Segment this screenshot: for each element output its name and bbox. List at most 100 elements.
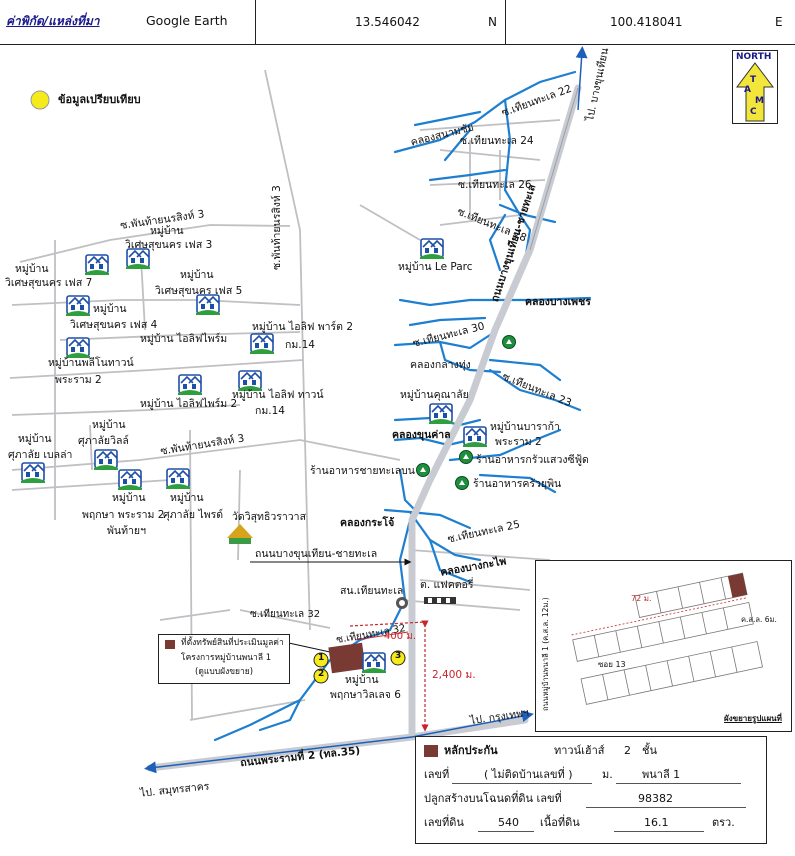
label-supalai-bella-a: หมู่บ้าน xyxy=(18,433,52,445)
north-letter-1: T xyxy=(750,75,757,85)
label-soi-pt3-vert: ซ.พันท้ายนรสิงห์ 3 xyxy=(271,185,283,270)
house-icon xyxy=(117,469,143,491)
collateral-swatch xyxy=(424,745,438,757)
label-ilife-farm: หมู่บ้าน ไอลิฟไพร์ม xyxy=(140,333,228,345)
house-icon xyxy=(237,370,263,392)
label-v7-b: วิเศษสุขนคร เฟส 7 xyxy=(5,277,93,289)
house-icon xyxy=(165,468,191,490)
label-road-bkk-chaitale: ถนนบางขุนเทียน-ชายทะเล xyxy=(255,548,378,560)
north-arrow-icon xyxy=(736,62,774,122)
arrow-to-north xyxy=(575,46,588,111)
house-no-value: ( ไม่ติดบ้านเลขที่ ) xyxy=(484,768,573,781)
restaurant-icon xyxy=(455,476,469,490)
label-ilife-farm2: หมู่บ้าน ไอลิฟไพร์ม 2 xyxy=(140,398,238,410)
location-source-cell: ค่าพิกัด/แหล่งที่มา Google Earth xyxy=(0,0,256,44)
collateral-label: หลักประกัน xyxy=(444,744,498,757)
legend-dot xyxy=(30,90,50,110)
label-khlong-bang-phet: คลองบางเพชร xyxy=(525,296,591,308)
house-icon xyxy=(462,426,488,448)
house-icon xyxy=(361,652,387,674)
label-restaurant-a: ร้านอาหารกรัวแสวงซีฟู้ด xyxy=(476,454,589,466)
label-supalai-ville-a: หมู่บ้าน xyxy=(92,419,126,431)
comparable-marker-2 xyxy=(313,668,329,684)
label-supalai-prime-b: ศุภาลัย ไพรด์ xyxy=(163,509,224,521)
label-soi-pt3-top-b: หมู่บ้าน xyxy=(150,225,184,237)
house-icon xyxy=(20,462,46,484)
police-icon xyxy=(396,597,408,609)
subject-property-plot xyxy=(328,642,366,674)
label-khlong-klang: คลองกลางทุ่ง xyxy=(410,359,471,371)
comparable-marker-3 xyxy=(390,650,406,666)
longitude-value: 100.418041 xyxy=(610,15,683,29)
house-icon xyxy=(177,374,203,396)
coordinate-header: ค่าพิกัด/แหล่งที่มา Google Earth 13.5460… xyxy=(0,0,795,45)
comparable-marker-1 xyxy=(313,652,329,668)
latitude-dir: N xyxy=(488,15,497,29)
restaurant-icon xyxy=(459,450,473,464)
inset-road-left: ถนนหมู่บ้านพนาลี 1 (ค.ส.ล. 12ม.) xyxy=(541,597,550,711)
longitude-dir: E xyxy=(775,15,783,29)
label-tt24: ซ.เทียนทะเล 24 xyxy=(460,135,534,147)
label-dist-2400: 2,400 ม. xyxy=(432,669,476,681)
house-icon xyxy=(428,403,454,425)
inset-soi: ซอย 13 xyxy=(598,660,626,669)
label-factory: ต. แฟคตอรี่ xyxy=(420,579,474,591)
label-v4-b: วิเศษสุขนคร เฟส 4 xyxy=(70,319,158,331)
label-baan-a: หมู่บ้านบาราก้า xyxy=(490,421,560,433)
callout-line1: ที่ตั้งทรัพย์สินที่ประเมินมูลค่า xyxy=(181,638,284,648)
moo-label: ม. xyxy=(602,768,613,781)
deed-label: ปลูกสร้างบนโฉนดที่ดิน เลขที่ xyxy=(424,792,562,805)
label-kunalai: หมู่บ้านคุณาลัย xyxy=(400,389,469,401)
label-subject-village-b: พฤกษาวิลเลจ 6 xyxy=(330,689,401,701)
subject-callout: ที่ตั้งทรัพย์สินที่ประเมินมูลค่า โครงการ… xyxy=(158,634,290,684)
house-icon xyxy=(65,337,91,359)
label-v7-a: หมู่บ้าน xyxy=(15,263,49,275)
label-baan-b: พระราม 2 xyxy=(495,436,542,448)
label-police: สน.เทียนทะเล xyxy=(340,585,404,597)
temple-icon xyxy=(227,524,253,544)
north-letter-2: A xyxy=(744,85,751,95)
house-icon xyxy=(93,449,119,471)
house-icon xyxy=(249,333,275,355)
collateral-type: ทาวน์เฮ้าส์ xyxy=(554,744,605,757)
house-icon xyxy=(65,295,91,317)
area-underline xyxy=(614,831,704,832)
location-label: ค่าพิกัด/แหล่งที่มา xyxy=(6,14,100,28)
source-value: Google Earth xyxy=(146,13,228,28)
label-pruksa-b: พฤกษา พระราม 2 xyxy=(82,509,165,521)
house-no-underline xyxy=(452,783,592,784)
house-icon xyxy=(195,294,221,316)
factory-icon xyxy=(424,597,456,604)
land-no-value: 540 xyxy=(498,816,519,829)
label-restaurant-c: ร้านอาหารครัวยุพิน xyxy=(473,478,562,490)
area-label: เนื้อที่ดิน xyxy=(540,816,580,829)
landmark-icon xyxy=(502,335,516,349)
inset-subject-plot xyxy=(727,573,748,598)
inset-road-right: ค.ส.ล. 6ม. xyxy=(741,615,777,624)
longitude-cell: 100.418041 E xyxy=(505,0,794,44)
latitude-cell: 13.546042 N xyxy=(255,0,506,44)
callout-line3: (ดูแบบผังขยาย) xyxy=(195,667,254,677)
restaurant-icon xyxy=(416,463,430,477)
label-khlong-bottom: คลองกระโจ้ xyxy=(340,517,395,529)
house-icon xyxy=(419,238,445,260)
label-subject-village-a: หมู่บ้าน xyxy=(345,674,379,686)
label-pruksa-a: หมู่บ้าน xyxy=(112,492,146,504)
land-no-label: เลขที่ดิน xyxy=(424,816,464,829)
inset-title: ผังขยายรูปแผนที่ xyxy=(724,714,782,723)
inset-plan xyxy=(571,572,763,705)
label-khlong-khun: คลองขุนค่าล xyxy=(392,429,451,441)
label-v4-a: หมู่บ้าน xyxy=(93,303,127,315)
label-km14-a: กม.14 xyxy=(285,339,315,351)
road-center-line xyxy=(529,87,579,251)
label-v3: วิเศษสุขนคร เฟส 3 xyxy=(125,239,213,251)
label-tt26: ซ.เทียนทะเล 26 xyxy=(458,179,532,191)
distance-400-line xyxy=(349,621,426,627)
collateral-info-panel: หลักประกัน ทาวน์เฮ้าส์ 2 ชั้น เลขที่ ( ไ… xyxy=(415,736,767,844)
north-letter-4: C xyxy=(750,107,757,117)
callout-swatch xyxy=(165,640,175,649)
label-pruksa-c: พันท้ายฯ xyxy=(107,525,146,537)
arrow-to-samutsakhon xyxy=(144,736,413,774)
label-v5-b: วิเศษสุขนคร เฟส 5 xyxy=(155,285,243,297)
location-map xyxy=(9,46,592,774)
